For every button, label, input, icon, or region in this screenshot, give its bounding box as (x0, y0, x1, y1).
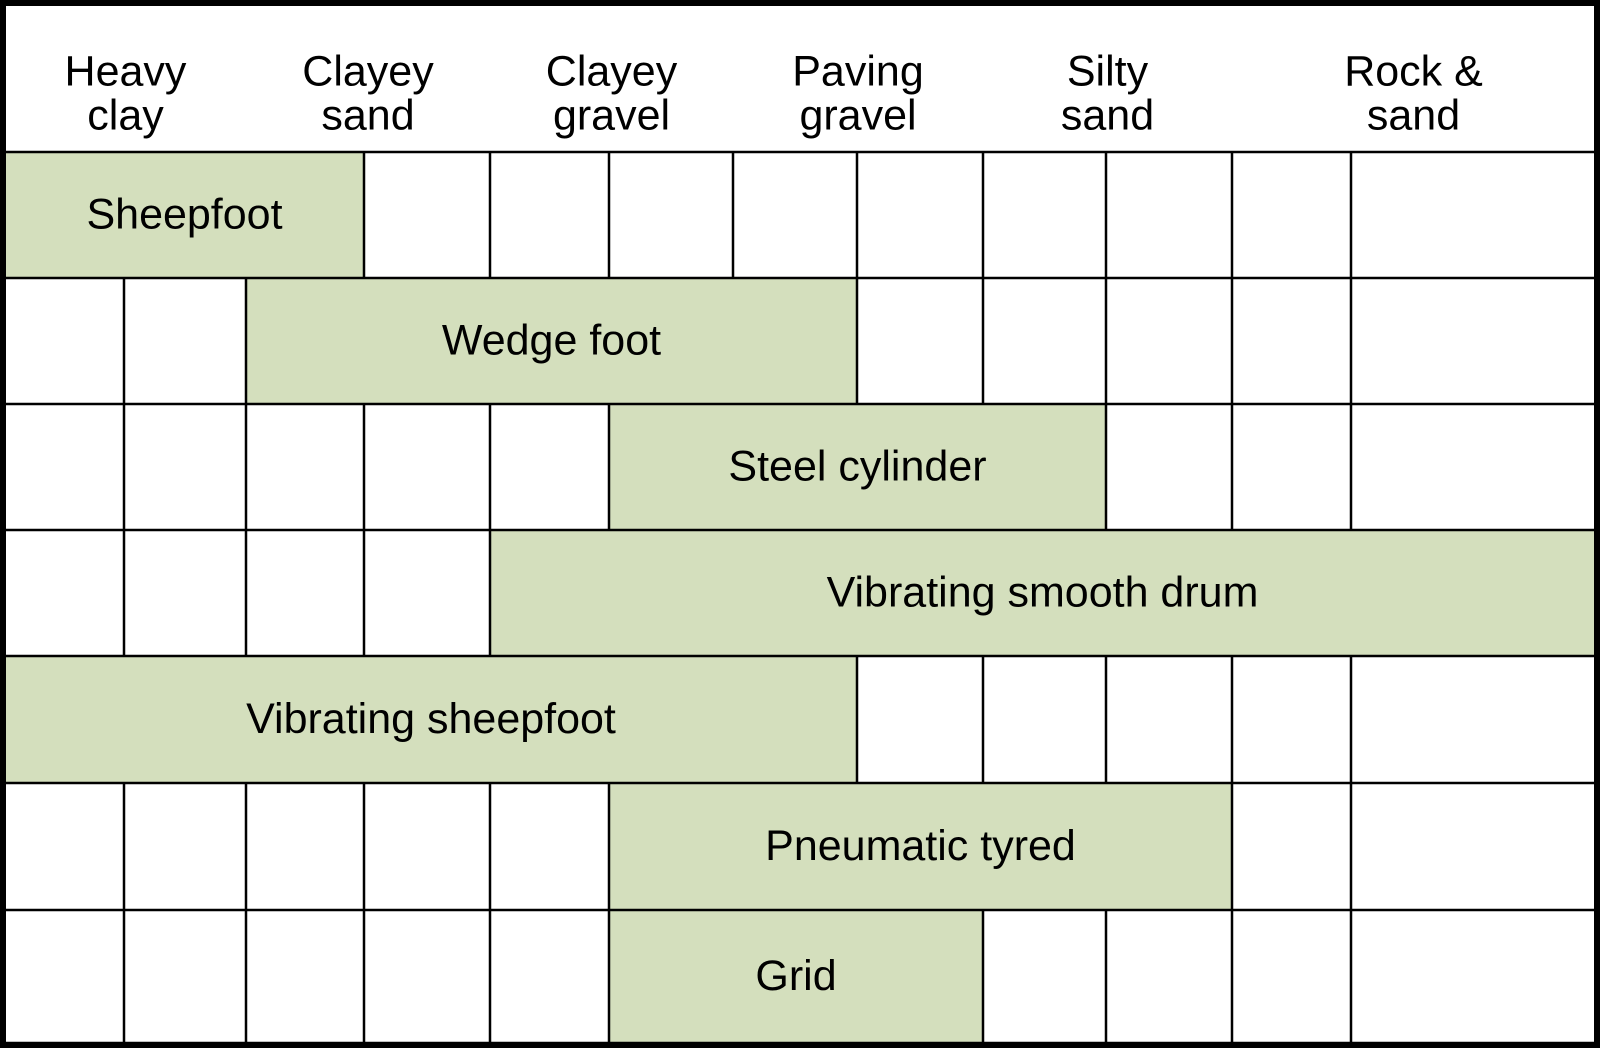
column-header-line: sand (1061, 91, 1154, 139)
roller-label: Pneumatic tyred (765, 822, 1076, 870)
column-header-line: gravel (553, 91, 670, 139)
roller-bar (609, 910, 983, 1043)
roller-label: Grid (755, 952, 836, 1000)
column-header-line: sand (321, 91, 414, 139)
roller-bar (609, 783, 1232, 910)
column-header-line: clay (87, 91, 164, 139)
column-header-line: Silty (1067, 47, 1149, 95)
column-header-line: Heavy (65, 47, 187, 95)
column-header-line: Paving (792, 47, 923, 95)
roller-label: Vibrating sheepfoot (246, 695, 616, 743)
roller-bar (246, 278, 857, 404)
roller-bar (490, 530, 1595, 656)
column-header-line: Clayey (302, 47, 434, 95)
roller-label: Sheepfoot (86, 190, 282, 238)
column-header-line: sand (1367, 91, 1460, 139)
roller-label: Vibrating smooth drum (827, 568, 1259, 616)
column-header-line: Clayey (546, 47, 678, 95)
roller-bar (609, 404, 1106, 530)
roller-bar (5, 656, 857, 783)
column-header-line: Rock & (1344, 47, 1483, 95)
roller-bar (5, 152, 364, 278)
roller-label: Wedge foot (442, 316, 661, 364)
roller-label: Steel cylinder (728, 442, 986, 490)
column-header-line: gravel (799, 91, 916, 139)
